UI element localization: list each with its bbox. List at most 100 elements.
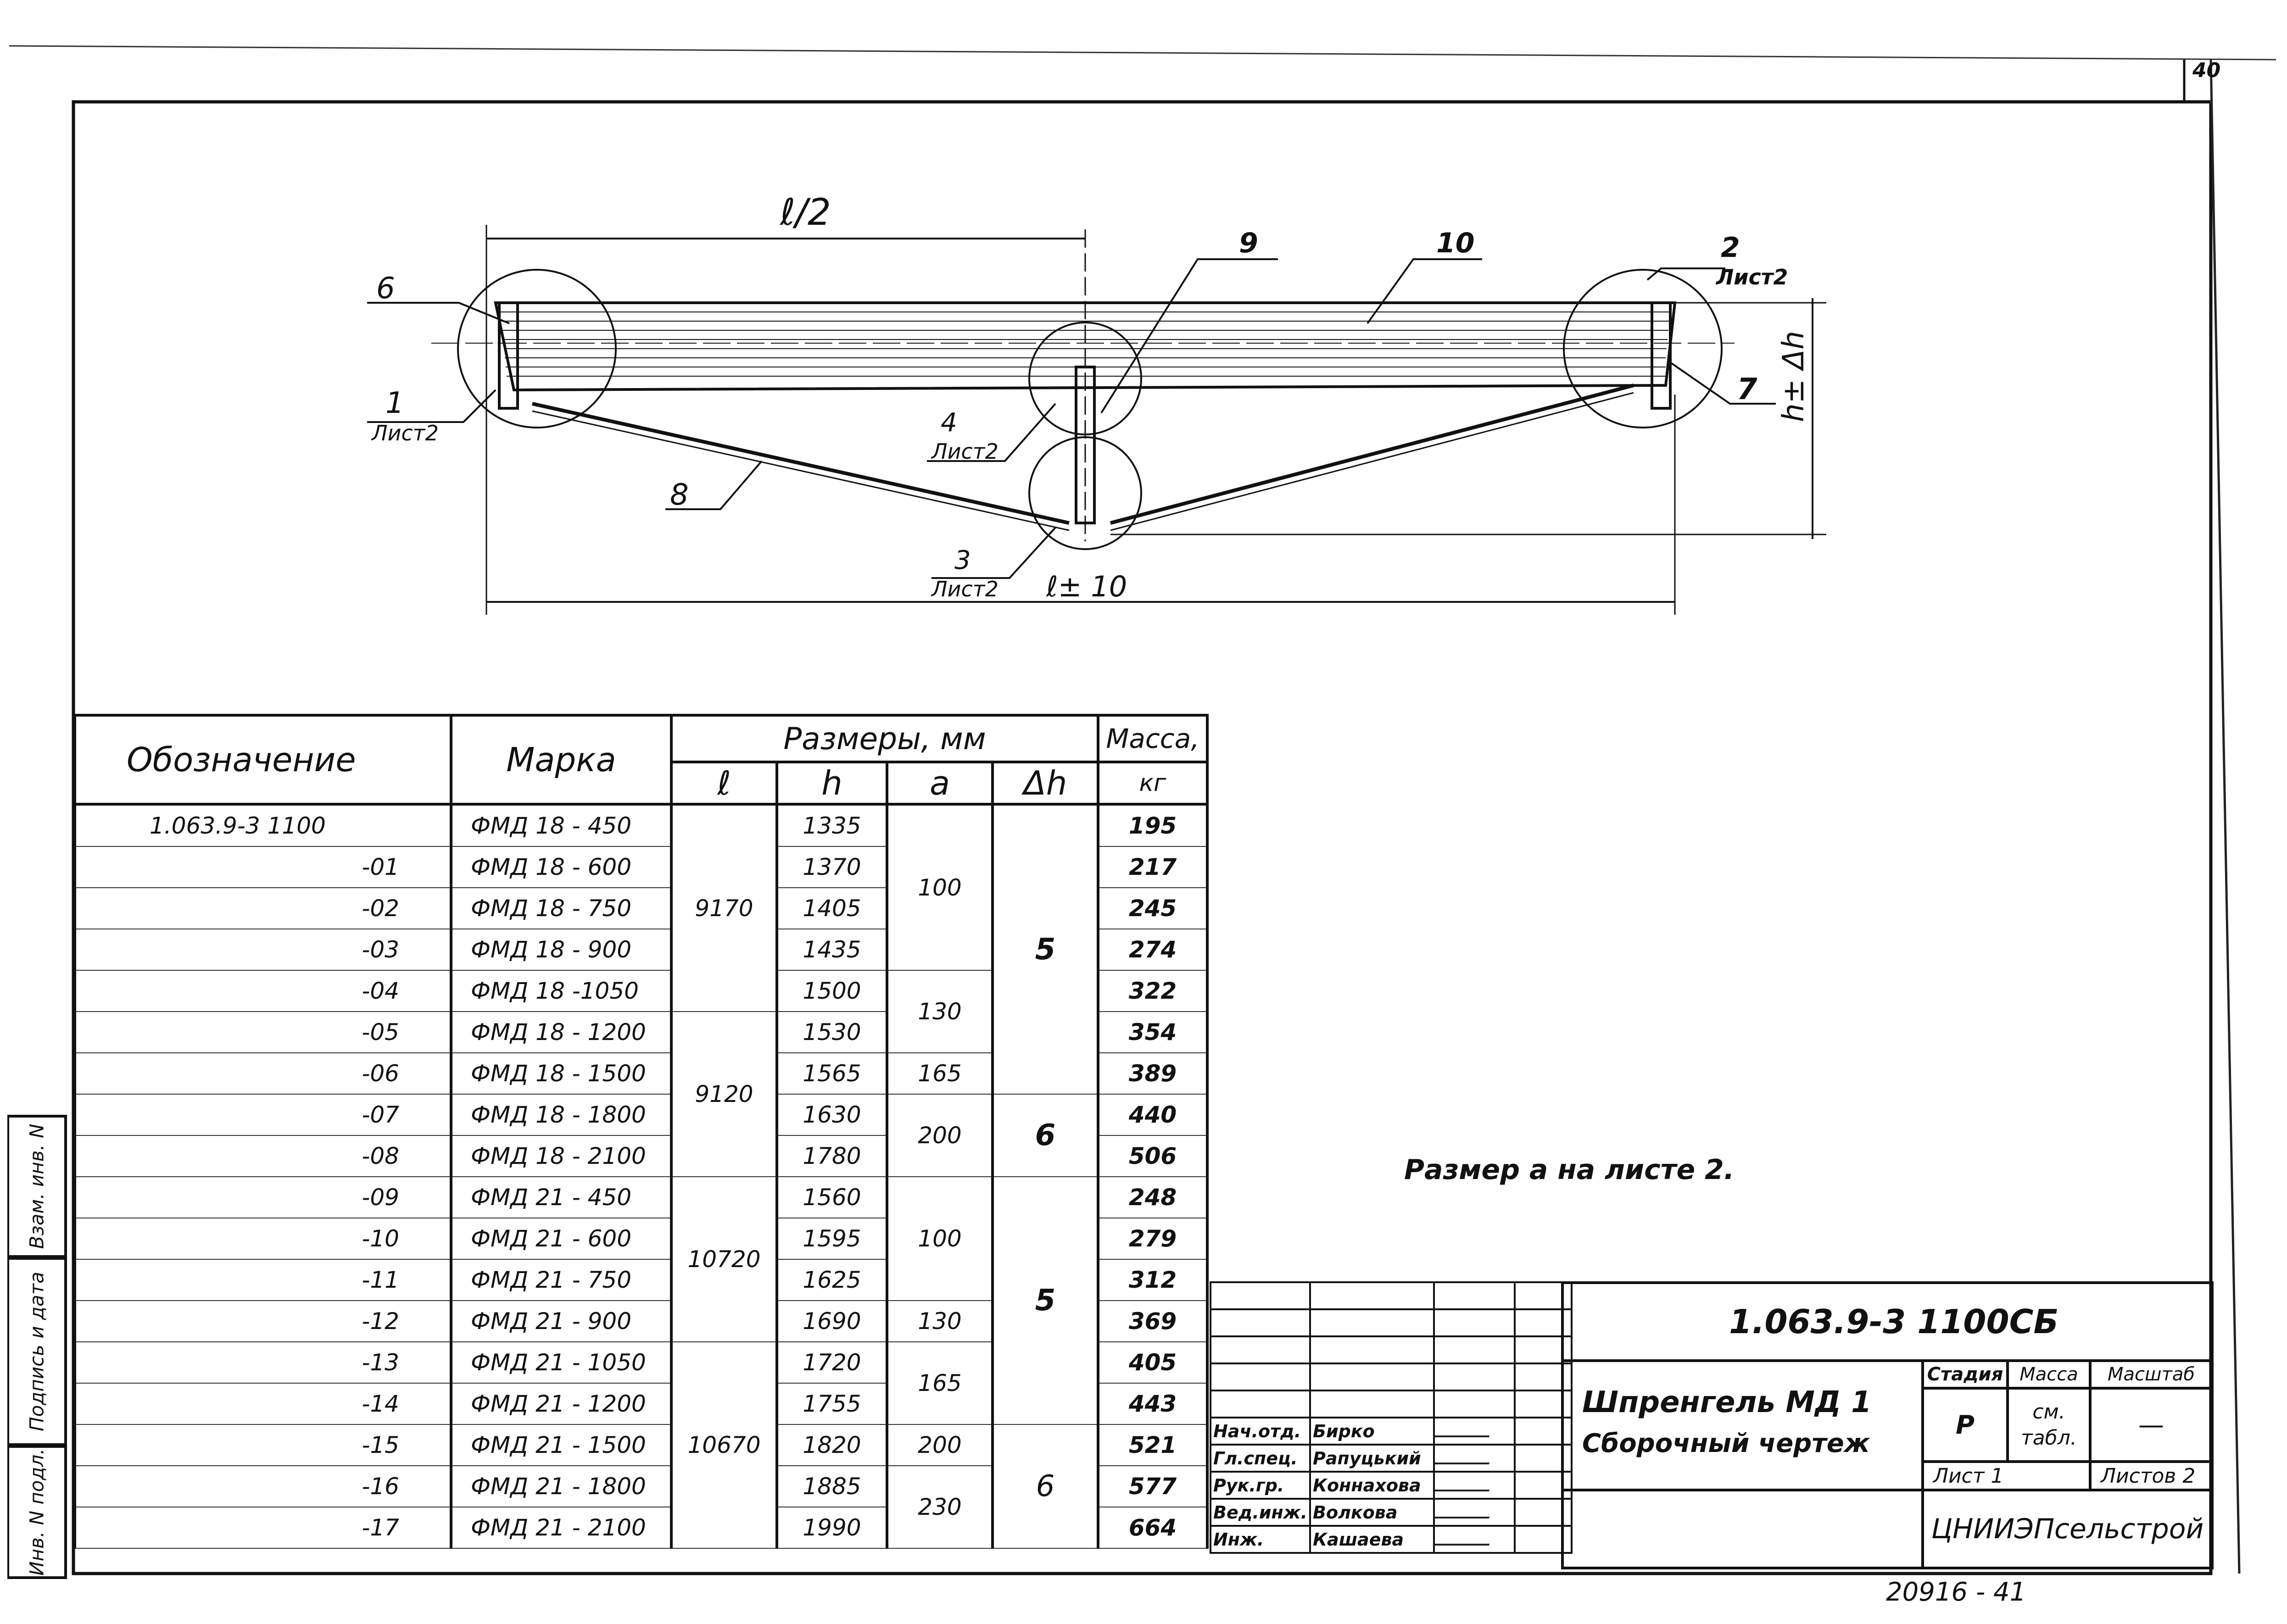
- a-cell: 165: [886, 1341, 994, 1425]
- designation-cell: -02: [73, 887, 452, 929]
- table-row: -08 ФМД 18 - 2100 1780 506: [73, 1135, 1209, 1177]
- a-cell: 130: [886, 970, 994, 1053]
- mass-cell: 443: [1097, 1383, 1209, 1425]
- role-cell: Вед.инж.: [1210, 1498, 1311, 1527]
- h-cell: 1990: [775, 1507, 888, 1549]
- table-row: -14 ФМД 21 - 1200 1755 443: [73, 1383, 1209, 1425]
- mark-cell: ФМД 18 - 900: [450, 929, 673, 971]
- mark-cell: ФМД 21 - 750: [450, 1259, 673, 1301]
- pos1-sheet: Лист2: [371, 421, 439, 445]
- pos4-sheet: Лист2: [931, 439, 998, 464]
- pos4-label: 4: [941, 408, 957, 438]
- h-cell: 1565: [775, 1052, 888, 1095]
- mark-cell: ФМД 21 - 600: [450, 1218, 673, 1260]
- designation-cell: 1.063.9-3 1100: [73, 804, 452, 847]
- table-row: -12 ФМД 21 - 900 1690 130 369: [73, 1300, 1209, 1342]
- pos3-label: 3: [954, 545, 971, 575]
- mark-cell: ФМД 21 - 1800: [450, 1465, 673, 1507]
- mass-cell: 369: [1097, 1300, 1209, 1342]
- signature: [1436, 1448, 1495, 1464]
- stage-value: Р: [1921, 1387, 2009, 1463]
- designation-cell: -05: [73, 1011, 452, 1053]
- pos2-sheet: Лист2: [1715, 265, 1788, 289]
- dh-cell: 5: [991, 804, 1099, 1095]
- mass-unit-header: кг: [1097, 761, 1209, 806]
- a-cell: 200: [886, 1094, 994, 1177]
- mass-cell: 521: [1097, 1424, 1209, 1466]
- a-cell: 165: [886, 1052, 994, 1095]
- dh-cell: 6: [991, 1424, 1099, 1549]
- mark-cell: ФМД 18 - 1800: [450, 1094, 673, 1136]
- mass-cell: 440: [1097, 1094, 1209, 1136]
- pos10-label: 10: [1436, 227, 1475, 259]
- h-cell: 1370: [775, 846, 888, 888]
- table-row: -11 ФМД 21 - 750 1625 312: [73, 1259, 1209, 1301]
- replaces-label: Взам. инв. N: [25, 1123, 48, 1249]
- h-cell: 1435: [775, 929, 888, 971]
- sign-date-label: Подпись и дата: [25, 1272, 48, 1431]
- mark-cell: ФМД 18 - 450: [450, 804, 673, 847]
- mark-cell: ФМД 21 - 450: [450, 1176, 673, 1218]
- a-header: a: [886, 761, 994, 806]
- name-cell: Коннахова: [1309, 1471, 1435, 1500]
- mass-cell: 274: [1097, 929, 1209, 971]
- dh-cell: 6: [991, 1094, 1099, 1177]
- a-cell: 130: [886, 1300, 994, 1342]
- pos6-label: 6: [376, 272, 395, 306]
- title-block: 1.063.9-3 1100СБ Шпренгель МД 1 Сборочны…: [1561, 1281, 2214, 1569]
- table-row: -10 ФМД 21 - 600 1595 279: [73, 1218, 1209, 1260]
- stage-label: Стадия: [1921, 1359, 2009, 1390]
- mark-cell: ФМД 18 - 2100: [450, 1135, 673, 1177]
- mass-cell: 217: [1097, 846, 1209, 888]
- mass-cell: 195: [1097, 804, 1209, 847]
- span-label: ℓ± 10: [1046, 570, 1127, 603]
- mass-header: Масса,: [1097, 714, 1209, 763]
- title-line1: Шпренгель МД 1: [1582, 1385, 1872, 1419]
- inv-orig-stamp: Инв. N подл.: [7, 1445, 67, 1579]
- mass-cell: 248: [1097, 1176, 1209, 1218]
- mark-cell: ФМД 21 - 1200: [450, 1383, 673, 1425]
- l-cell: 10720: [670, 1176, 778, 1342]
- sheet-number: 40: [2192, 59, 2221, 82]
- designation-cell: -16: [73, 1465, 452, 1507]
- mass-cell: 389: [1097, 1052, 1209, 1095]
- mass-cell: 506: [1097, 1135, 1209, 1177]
- a-cell: 100: [886, 804, 994, 971]
- mass-cell: 312: [1097, 1259, 1209, 1301]
- h-cell: 1595: [775, 1218, 888, 1260]
- inv-orig-label: Инв. N подл.: [25, 1448, 48, 1576]
- organization: ЦНИИЭПсельстрой: [1921, 1489, 2214, 1569]
- name-cell: Кашаева: [1309, 1525, 1435, 1554]
- designation-cell: -15: [73, 1424, 452, 1466]
- h-cell: 1630: [775, 1094, 888, 1136]
- table-row: 1.063.9-3 1100 ФМД 18 - 450 9170 1335 10…: [73, 804, 1209, 1095]
- dimensions-header: Размеры, мм: [670, 714, 1099, 763]
- h-cell: 1780: [775, 1135, 888, 1177]
- table-row: -01 ФМД 18 - 600 1370 217: [73, 846, 1209, 888]
- table-row: -04 ФМД 18 -1050 1500 130 322: [73, 970, 1209, 1053]
- doc-code: 1.063.9-3 1100СБ: [1561, 1281, 2214, 1362]
- designation-cell: -13: [73, 1341, 452, 1384]
- mass-cell: 245: [1097, 887, 1209, 929]
- mark-cell: ФМД 18 - 1200: [450, 1011, 673, 1053]
- mark-cell: ФМД 18 -1050: [450, 970, 673, 1012]
- a-cell: 100: [886, 1176, 994, 1301]
- table-row: -03 ФМД 18 - 900 1435 274: [73, 929, 1209, 971]
- l-cell: 9120: [670, 1011, 778, 1177]
- designation-cell: -17: [73, 1507, 452, 1549]
- name-cell: Рапуцький: [1309, 1444, 1435, 1473]
- sign-date-stamp: Подпись и дата: [7, 1257, 67, 1446]
- sheet-label: Лист 1: [1921, 1460, 2092, 1491]
- table-row: -05 ФМД 18 - 1200 9120 1530 354: [73, 1011, 1209, 1177]
- scale-value: —: [2089, 1387, 2214, 1463]
- table-row: -09 ФМД 21 - 450 10720 1560 100 5 248: [73, 1176, 1209, 1425]
- table-row: -07 ФМД 18 - 1800 1630 200 6 440: [73, 1094, 1209, 1177]
- mass-cell: 322: [1097, 970, 1209, 1012]
- mark-cell: ФМД 21 - 2100: [450, 1507, 673, 1549]
- pos8-label: 8: [670, 478, 689, 512]
- name-cell: Волкова: [1309, 1498, 1435, 1527]
- note-text: Размер a на листе 2.: [1404, 1154, 1735, 1186]
- pos2-label: 2: [1721, 232, 1740, 264]
- designation-cell: -09: [73, 1176, 452, 1218]
